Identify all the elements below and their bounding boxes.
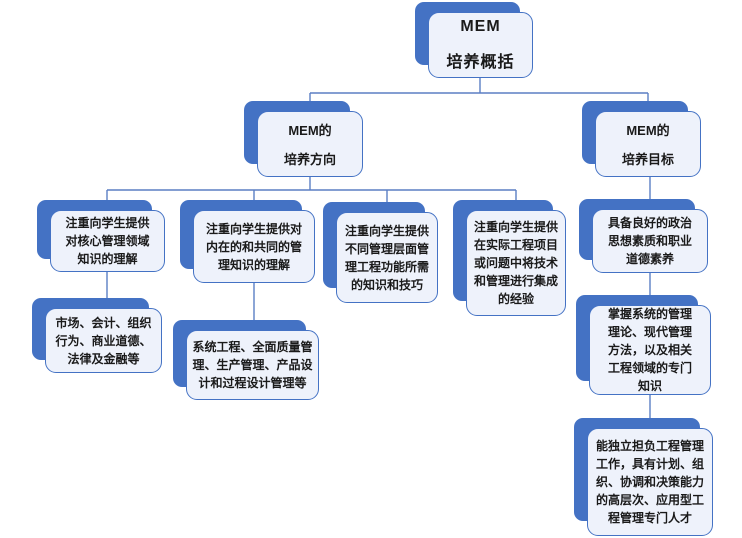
node-root-line1: MEM (460, 18, 501, 35)
node-goal-3-text: 能独立担负工程管理 工作，具有计划、组 织、协调和决策能力 的高层次、应用型工 … (595, 439, 704, 525)
node-goal-3-card[interactable]: 能独立担负工程管理 工作，具有计划、组 织、协调和决策能力 的高层次、应用型工 … (587, 428, 713, 536)
node-root[interactable]: MEM 培养概括 (415, 2, 533, 78)
node-goal-card[interactable]: MEM的 培养目标 (595, 111, 701, 177)
node-root-card[interactable]: MEM 培养概括 (428, 12, 533, 78)
connector (309, 78, 649, 112)
node-goal-2-card[interactable]: 掌握系统的管理 理论、现代管理 方法，以及相关 工程领域的专门 知识 (589, 305, 711, 395)
node-direction-line1: MEM的 (288, 123, 332, 138)
node-common-detail-text: 系统工程、全面质量管 理、生产管理、产品设 计和过程设计管理等 (192, 340, 313, 390)
node-dir-child-2-card[interactable]: 注重向学生提供对 内在的和共同的管 理知识的理解 (193, 210, 315, 283)
node-goal[interactable]: MEM的 培养目标 (582, 101, 701, 177)
node-goal-1-card[interactable]: 具备良好的政治 思想素质和职业 道德素养 (592, 209, 708, 273)
node-goal-3[interactable]: 能独立担负工程管理 工作，具有计划、组 织、协调和决策能力 的高层次、应用型工 … (574, 418, 713, 536)
node-root-line2: 培养概括 (446, 54, 515, 71)
node-direction-card[interactable]: MEM的 培养方向 (257, 111, 363, 177)
node-goal-1-text: 具备良好的政治 思想素质和职业 道德素养 (607, 216, 692, 266)
node-dir-child-4-text: 注重向学生提供 在实际工程项目 或问题中将技术 和管理进行集成 的经验 (473, 220, 558, 306)
node-goal-2-text: 掌握系统的管理 理论、现代管理 方法，以及相关 工程领域的专门 知识 (607, 307, 692, 393)
node-dir-child-4[interactable]: 注重向学生提供 在实际工程项目 或问题中将技术 和管理进行集成 的经验 (453, 200, 566, 316)
node-dir-child-2-text: 注重向学生提供对 内在的和共同的管 理知识的理解 (205, 221, 302, 272)
node-dir-child-1-card[interactable]: 注重向学生提供 对核心管理领域 知识的理解 (50, 210, 165, 272)
node-core-detail[interactable]: 市场、会计、组织 行为、商业道德、 法律及金融等 (32, 298, 162, 373)
node-common-detail[interactable]: 系统工程、全面质量管 理、生产管理、产品设 计和过程设计管理等 (173, 320, 319, 400)
node-core-detail-text: 市场、会计、组织 行为、商业道德、 法律及金融等 (55, 315, 152, 366)
node-common-detail-card[interactable]: 系统工程、全面质量管 理、生产管理、产品设 计和过程设计管理等 (186, 330, 319, 400)
node-direction[interactable]: MEM的 培养方向 (244, 101, 363, 177)
node-dir-child-4-card[interactable]: 注重向学生提供 在实际工程项目 或问题中将技术 和管理进行集成 的经验 (466, 210, 566, 316)
node-direction-line2: 培养方向 (283, 152, 336, 167)
node-core-detail-card[interactable]: 市场、会计、组织 行为、商业道德、 法律及金融等 (45, 308, 162, 373)
node-dir-child-3[interactable]: 注重向学生提供 不同管理层面管 理工程功能所需 的知识和技巧 (323, 202, 438, 303)
node-dir-child-3-card[interactable]: 注重向学生提供 不同管理层面管 理工程功能所需 的知识和技巧 (336, 212, 438, 303)
node-dir-child-3-text: 注重向学生提供 不同管理层面管 理工程功能所需 的知识和技巧 (344, 223, 429, 292)
node-dir-child-1-text: 注重向学生提供 对核心管理领域 知识的理解 (65, 216, 150, 266)
node-goal-line2: 培养目标 (621, 152, 674, 167)
node-goal-line1: MEM的 (626, 123, 670, 138)
node-dir-child-1[interactable]: 注重向学生提供 对核心管理领域 知识的理解 (37, 200, 165, 272)
node-dir-child-2[interactable]: 注重向学生提供对 内在的和共同的管 理知识的理解 (180, 200, 315, 283)
node-goal-1[interactable]: 具备良好的政治 思想素质和职业 道德素养 (579, 199, 708, 273)
node-goal-2[interactable]: 掌握系统的管理 理论、现代管理 方法，以及相关 工程领域的专门 知识 (576, 295, 711, 395)
